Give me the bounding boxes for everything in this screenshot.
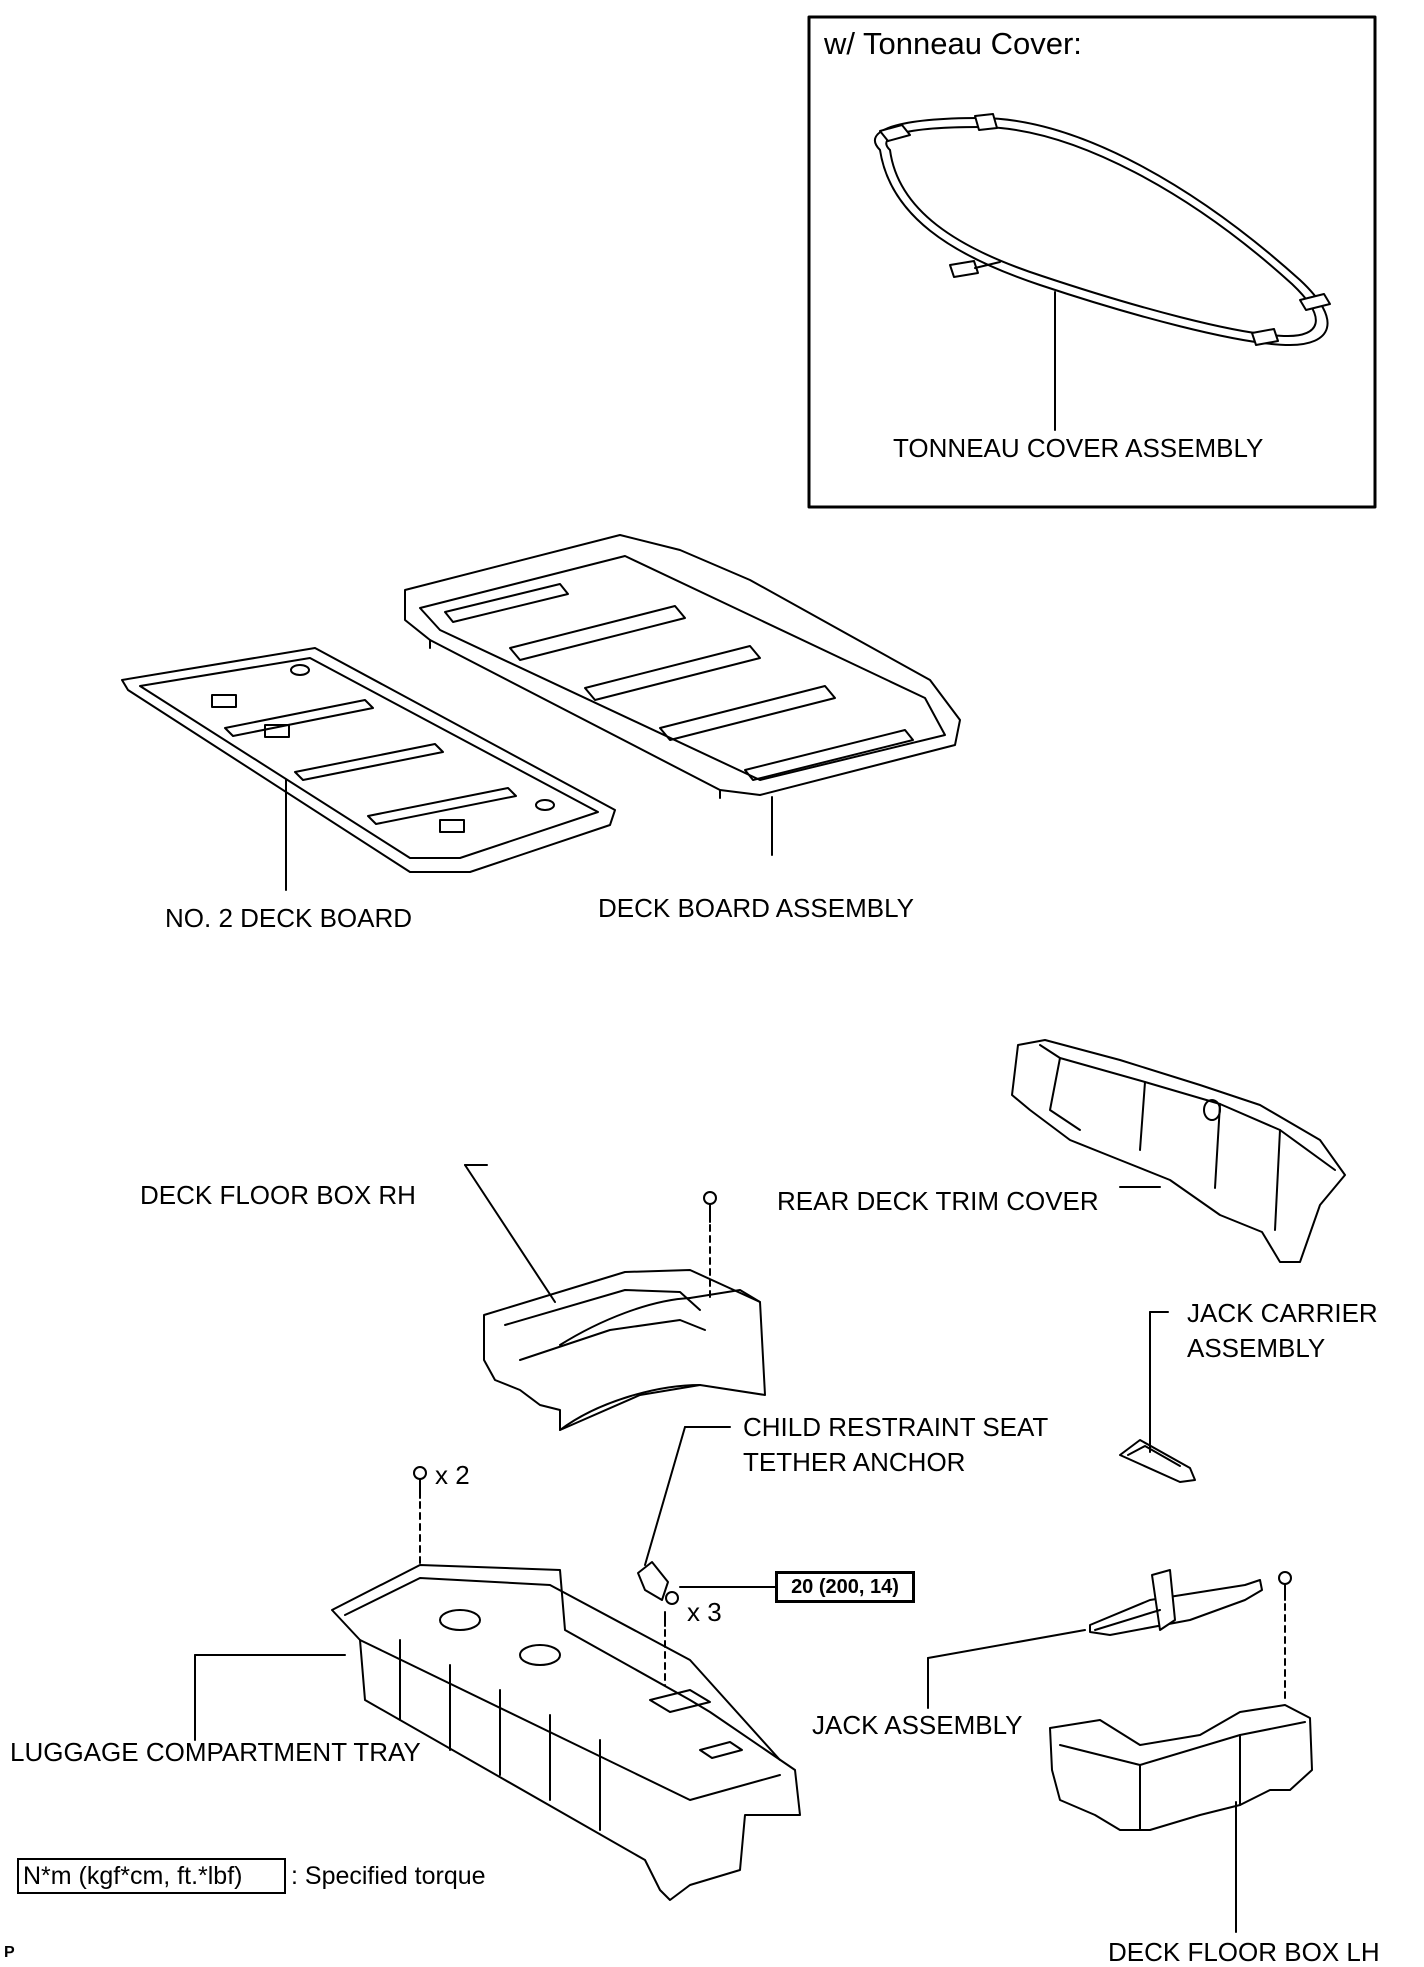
label-jack-carrier-line2: ASSEMBLY	[1187, 1333, 1326, 1363]
deck-floor-box-rh-drawing	[464, 1164, 766, 1431]
bolt-x2-drawing	[413, 1466, 427, 1631]
legend-unit-box: N*m (kgf*cm, ft.*lbf)	[17, 1858, 286, 1894]
page-mark: P	[4, 1944, 15, 1961]
label-luggage-tray: LUGGAGE COMPARTMENT TRAY	[10, 1737, 421, 1767]
label-child-restraint-line2: TETHER ANCHOR	[743, 1447, 966, 1477]
legend-text: : Specified torque	[291, 1862, 486, 1890]
tether-anchor-drawing	[637, 1426, 731, 1601]
inset-title: w/ Tonneau Cover:	[824, 26, 1082, 61]
label-child-restraint-line1: CHILD RESTRAINT SEAT	[743, 1412, 1049, 1442]
label-jack-carrier-line1: JACK CARRIER	[1187, 1298, 1378, 1328]
inset-frame	[807, 15, 1377, 509]
label-no2-deck-board: NO. 2 DECK BOARD	[165, 903, 413, 933]
jack-carrier-drawing	[1119, 1311, 1196, 1483]
label-tonneau-cover: TONNEAU COVER ASSEMBLY	[893, 433, 1264, 463]
no2-deck-board-drawing	[121, 647, 616, 891]
torque-value-box: 20 (200, 14)	[775, 1571, 915, 1603]
rear-deck-trim-cover-drawing	[1011, 1039, 1346, 1263]
tonneau-cover-drawing	[873, 113, 1331, 431]
label-rear-deck-trim-cover: REAR DECK TRIM COVER	[777, 1186, 1099, 1216]
bolt-lh-box-drawing	[1278, 1571, 1292, 1701]
label-deck-floor-box-lh: DECK FLOOR BOX LH	[1108, 1937, 1380, 1967]
label-qty-x2: x 2	[435, 1460, 470, 1490]
label-qty-x3: x 3	[687, 1597, 722, 1627]
label-jack-assembly: JACK ASSEMBLY	[812, 1710, 1023, 1740]
label-deck-board-assembly: DECK BOARD ASSEMBLY	[598, 893, 914, 923]
deck-floor-box-lh-drawing	[1049, 1704, 1313, 1933]
bolt-rh-box-drawing	[703, 1191, 717, 1301]
deck-board-assembly-drawing	[404, 534, 961, 856]
luggage-tray-drawing	[194, 1564, 801, 1901]
label-deck-floor-box-rh: DECK FLOOR BOX RH	[140, 1180, 416, 1210]
jack-assembly-drawing	[927, 1569, 1263, 1709]
